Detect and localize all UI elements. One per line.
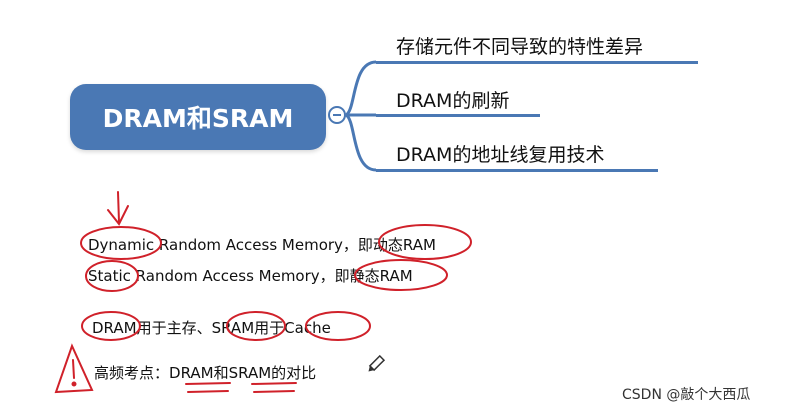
- note-line-exam-point: 高频考点：DRAM和SRAM的对比: [94, 362, 316, 383]
- usage-dram: DRAM: [92, 319, 137, 337]
- underline-exam-dram: [185, 382, 231, 385]
- usage-main-memory: 用于主存、: [136, 319, 212, 337]
- branch-3-underline: [376, 169, 658, 172]
- watermark: CSDN @敲个大西瓜: [622, 387, 751, 403]
- branch-2-label[interactable]: DRAM的刷新: [396, 90, 510, 112]
- dynamic-term: Dynamic: [88, 236, 155, 254]
- dynamic-description: Random Access Memory，即: [154, 236, 373, 254]
- exam-comparison: 的对比: [271, 364, 317, 382]
- down-arrow-annotation: [117, 191, 120, 223]
- connector-branch-1: [344, 60, 377, 117]
- note-line-usage: DRAM用于主存、SRAM用于Cache: [92, 317, 331, 338]
- note-line-static: Static Random Access Memory，即静态RAM: [88, 265, 413, 286]
- exam-sram: SRAM: [228, 364, 272, 382]
- branch-1-underline: [376, 61, 698, 64]
- connector-branch-3: [344, 113, 377, 172]
- note-line-dynamic: Dynamic Random Access Memory，即动态RAM: [88, 234, 436, 255]
- exam-and: 和: [213, 364, 229, 382]
- collapse-toggle-icon[interactable]: [328, 106, 346, 124]
- static-ram-term: 静态RAM: [349, 267, 413, 285]
- static-term: Static: [88, 267, 131, 285]
- root-label: DRAM和SRAM: [102, 104, 294, 133]
- exam-point-label: 高频考点：: [94, 364, 170, 382]
- branch-1-label[interactable]: 存储元件不同导致的特性差异: [396, 36, 644, 58]
- branch-3-label[interactable]: DRAM的地址线复用技术: [396, 144, 605, 166]
- usage-sram: SRAM: [211, 319, 255, 337]
- underline-exam-sram: [251, 382, 297, 385]
- warning-triangle-icon: [54, 343, 94, 394]
- usage-for: 用于: [254, 319, 285, 337]
- static-description: Random Access Memory，即: [130, 267, 350, 285]
- exam-dram: DRAM: [169, 364, 214, 382]
- branch-2-underline: [376, 114, 540, 117]
- root-node[interactable]: DRAM和SRAM: [70, 84, 326, 150]
- usage-cache: Cache: [284, 319, 331, 337]
- dynamic-ram-term: 动态RAM: [372, 236, 436, 254]
